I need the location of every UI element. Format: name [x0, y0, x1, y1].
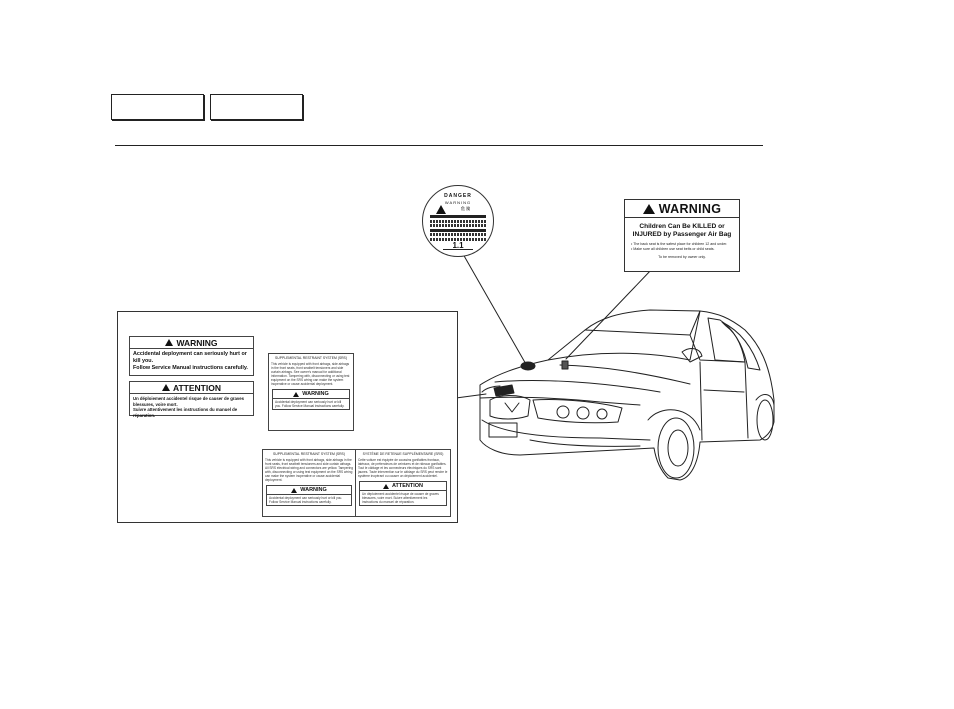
srs-bilingual-attention-box: ATTENTION Un déploiement accidentel risq…	[359, 481, 447, 506]
srs-small-warning-text: Accidental deployment can seriously hurt…	[275, 400, 345, 408]
warning-triangle-icon	[291, 487, 298, 493]
srs-small-warning-heading: WARNING	[302, 391, 329, 397]
warning-triangle-icon	[436, 205, 446, 214]
srs-small-text: This vehicle is equipped with front airb…	[271, 362, 350, 386]
attention-label-line-2: blessures, voire mort.	[133, 401, 178, 407]
warning-triangle-icon	[293, 391, 300, 397]
sticker-main-line-2: INJURED by Passenger Air Bag	[632, 231, 732, 239]
srs-bilingual-text-fr: Cette voiture est équipée de coussins go…	[358, 458, 448, 478]
srs-bilingual-text-en: This vehicle is equipped with front airb…	[265, 458, 353, 482]
srs-bilingual-label: SUPPLEMENTAL RESTRAINT SYSTEM (SRS) This…	[262, 449, 451, 517]
sticker-heading: WARNING	[658, 201, 722, 216]
disc-kanji-text: 危 険	[461, 206, 471, 211]
disc-danger-text: DANGER	[444, 193, 472, 199]
warning-label-line-1: Accidental deployment can seriously hurt…	[133, 351, 247, 357]
side-mirror	[681, 348, 703, 363]
disc-warning-text: WARNING	[444, 200, 472, 205]
srs-bilingual-attention-heading: ATTENTION	[391, 483, 424, 489]
danger-disc-label: DANGER WARNING 危 険 1.1	[422, 185, 494, 257]
attention-label-heading: ATTENTION	[172, 382, 221, 393]
srs-bilingual-warning-box: WARNING Accidental deployment can seriou…	[266, 485, 352, 506]
header-tab-2[interactable]	[210, 94, 303, 120]
srs-bilingual-warning-text: Accidental deployment can seriously hurt…	[269, 496, 343, 504]
rear-wheel	[756, 399, 774, 441]
hood-line	[494, 379, 661, 393]
header-rule	[115, 145, 763, 146]
srs-bilingual-warning-heading: WARNING	[300, 487, 327, 493]
srs-bilingual-title-fr: SYSTÈME DE RETENUE SUPPLÉMENTAIRE (SRS)	[362, 452, 444, 456]
windshield-top	[584, 329, 691, 336]
warning-triangle-icon	[165, 339, 174, 346]
warning-triangle-icon	[382, 483, 389, 489]
car-grille	[489, 395, 531, 420]
hood-label-mark	[493, 384, 515, 397]
warning-label-en: WARNING Accidental deployment can seriou…	[129, 336, 254, 376]
airbag-warning-sticker: WARNING Children Can Be KILLED or INJURE…	[624, 199, 740, 272]
sunvisor-sticker-mark	[561, 360, 569, 370]
warning-triangle-icon	[161, 384, 170, 391]
warning-label-line-3: Follow Service Manual instructions caref…	[133, 365, 248, 372]
sticker-main-line-1: Children Can Be KILLED or	[639, 223, 725, 230]
srs-label-panel: WARNING Accidental deployment can seriou…	[117, 311, 458, 523]
srs-small-label: SUPPLEMENTAL RESTRAINT SYSTEM (SRS) This…	[268, 353, 354, 431]
srs-small-warning-box: WARNING Accidental deployment can seriou…	[272, 389, 350, 410]
warning-label-line-2: kill you.	[133, 358, 154, 365]
attention-label-fr: ATTENTION Un déploiement accidentel risq…	[129, 381, 254, 418]
left-headlight	[481, 385, 501, 393]
right-headlight	[532, 398, 623, 424]
attention-label-line-3: Suivre attentivement les instructions du…	[133, 407, 238, 418]
disc-underline	[443, 249, 473, 250]
car-body	[479, 309, 775, 481]
warning-triangle-icon	[642, 203, 655, 214]
warning-label-heading: WARNING	[176, 337, 218, 348]
windshield-base	[547, 310, 701, 361]
sticker-bullet-1: • The back seat is the safest place for …	[631, 242, 728, 247]
disc-fine-print	[430, 215, 486, 242]
car-emblem	[504, 402, 520, 413]
disc-number: 1.1	[452, 241, 464, 250]
disc-leader-line	[454, 239, 528, 367]
sticker-footer: To be removed by owner only.	[658, 255, 706, 260]
sticker-leader-line	[565, 268, 653, 360]
hood-disc-mark	[520, 361, 536, 371]
license-plate	[488, 422, 518, 438]
srs-bilingual-attention-text: Un déploiement accidentel risque de caus…	[362, 492, 439, 504]
side-window-rear	[721, 321, 761, 371]
srs-small-title: SUPPLEMENTAL RESTRAINT SYSTEM (SRS)	[275, 356, 347, 360]
srs-bilingual-title-en: SUPPLEMENTAL RESTRAINT SYSTEM (SRS)	[273, 452, 345, 456]
panel-leader-line	[455, 393, 487, 399]
sticker-bullet-2: • Make sure all children use seat belts …	[631, 247, 715, 252]
front-wheel	[657, 417, 695, 479]
header-tab-1[interactable]	[111, 94, 204, 120]
attention-label-line-1: Un déploiement accidentel risque de caus…	[133, 396, 245, 401]
front-bumper	[481, 419, 651, 441]
